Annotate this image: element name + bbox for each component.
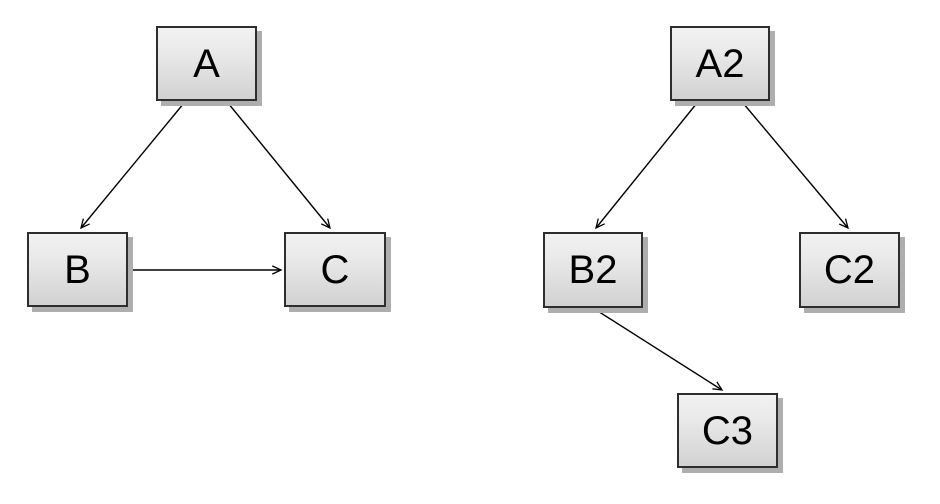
edge-A2-to-C2[interactable] — [742, 102, 848, 228]
node-label-A: A — [193, 41, 220, 86]
node-label-B: B — [64, 247, 91, 292]
diagram-node-C2[interactable]: C2 — [799, 232, 900, 308]
edge-A2-to-B2[interactable] — [596, 102, 698, 228]
node-label-C2: C2 — [823, 248, 876, 292]
diagram-node-A[interactable]: A — [156, 26, 257, 101]
diagram-node-C3[interactable]: C3 — [677, 393, 778, 468]
edge-A-to-B[interactable] — [81, 102, 185, 228]
diagram-node-B2[interactable]: B2 — [543, 232, 643, 308]
edge-A-to-C[interactable] — [227, 102, 330, 228]
node-label-B2: B2 — [568, 248, 618, 292]
node-label-A2: A2 — [695, 41, 745, 86]
node-label-C3: C3 — [701, 408, 754, 453]
diagram-node-C[interactable]: C — [284, 232, 386, 307]
diagram-node-B[interactable]: B — [27, 232, 128, 307]
diagram-node-A2[interactable]: A2 — [670, 26, 770, 101]
edge-B2-to-C3[interactable] — [592, 307, 722, 390]
node-label-C: C — [320, 247, 350, 292]
